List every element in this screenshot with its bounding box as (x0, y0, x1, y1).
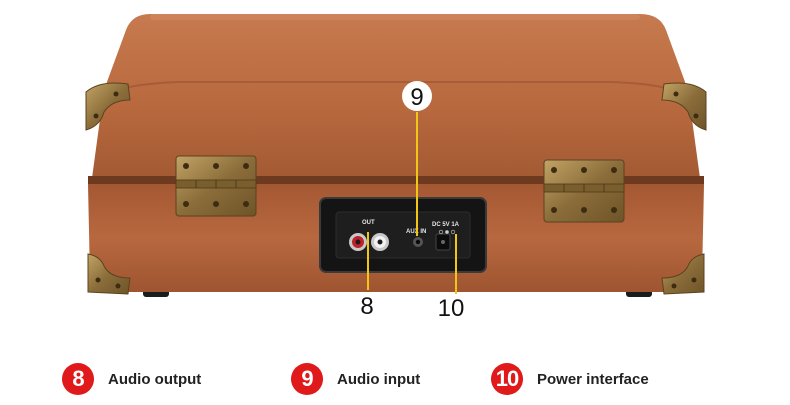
out-label: OUT (362, 220, 375, 226)
rca-white-jack[interactable] (371, 233, 389, 251)
callout-10-number: 10 (438, 295, 465, 322)
brass-corner-bottom-left (87, 253, 131, 295)
legend-item-audio-input: 9 Audio input (291, 362, 420, 396)
legend-item-power-interface: 10 Power interface (491, 362, 649, 396)
legend-badge-9: 9 (291, 363, 323, 395)
brass-corner-top-left (85, 82, 131, 131)
legend-label-audio-output: Audio output (108, 370, 202, 388)
legend-badge-10: 10 (491, 363, 523, 395)
callout-8-number: 8 (360, 293, 373, 320)
dc-label: DC 5V 1A (432, 222, 460, 228)
hinge-left (175, 155, 257, 217)
dc-power-jack[interactable] (435, 233, 451, 251)
callout-9-number: 9 (410, 84, 423, 111)
legend-item-audio-output: 8 Audio output (62, 362, 201, 396)
legend-badge-8: 8 (62, 363, 94, 395)
rca-red-jack[interactable] (349, 233, 367, 251)
case-lid (92, 14, 700, 178)
legend-label-audio-input: Audio input (337, 370, 421, 388)
callout-marker-9: 9 (402, 81, 432, 111)
callout-lines (367, 112, 457, 294)
hinge-right (543, 159, 625, 223)
case-seam (88, 176, 704, 184)
brass-corner-bottom-right (661, 253, 705, 295)
brass-corner-top-right (661, 82, 707, 131)
legend-label-power-interface: Power interface (537, 370, 649, 388)
connector-panel: OUT AUX IN DC 5V 1A (319, 197, 487, 273)
aux-in-jack[interactable] (413, 237, 423, 247)
